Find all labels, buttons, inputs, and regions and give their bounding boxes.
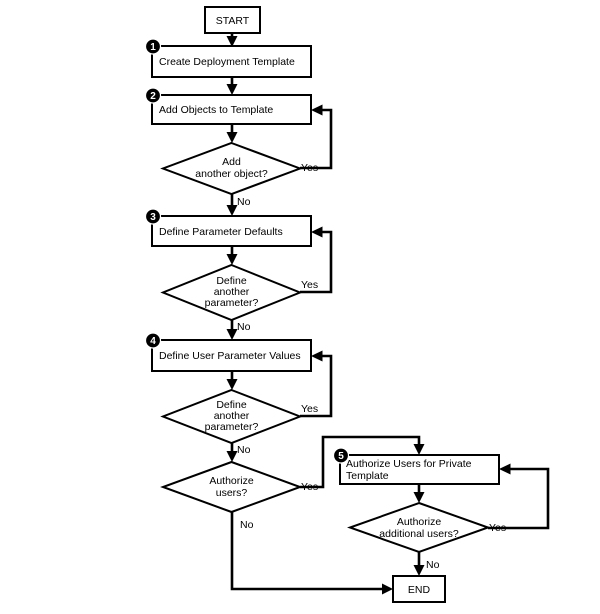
step-badge-1-icon xyxy=(144,38,162,55)
node-step4[interactable]: Define User Parameter Values 4 xyxy=(144,332,312,372)
node-step2[interactable]: Add Objects to Template 2 xyxy=(144,87,312,125)
step-badge-1-label: 1 xyxy=(150,42,156,53)
step-badge-3-icon xyxy=(144,208,162,225)
node-decision5-line2: additional users? xyxy=(379,528,459,540)
step-badge-2-label: 2 xyxy=(150,91,156,102)
edge-decision3-yes-loop xyxy=(300,350,333,418)
node-start-label: START xyxy=(216,15,250,27)
node-end-label: END xyxy=(408,584,431,596)
edge-label-decision1-no: No xyxy=(237,196,251,208)
edge-start-to-step1 xyxy=(226,33,238,47)
node-step3[interactable]: Define Parameter Defaults 3 xyxy=(144,208,312,247)
node-step5[interactable]: Authorize Users for Private Template 5 xyxy=(332,447,500,485)
node-decision2-line1: Define xyxy=(216,275,247,287)
edge-step3-to-decision2 xyxy=(226,246,238,265)
node-decision3-line1: Define xyxy=(216,399,247,411)
node-step5-line1: Authorize Users for Private xyxy=(346,458,472,470)
edge-decision5-yes-loop xyxy=(488,463,550,530)
node-decision3-line3: parameter? xyxy=(205,421,259,433)
node-decision3-line2: another xyxy=(214,410,250,422)
node-step1[interactable]: Create Deployment Template 1 xyxy=(144,38,312,78)
edge-decision4-yes-to-step5 xyxy=(300,435,425,489)
edge-step1-to-step2 xyxy=(226,77,238,95)
edge-label-decision1-yes: Yes xyxy=(301,162,318,174)
edge-label-decision4-no: No xyxy=(240,519,254,531)
node-step4-label: Define User Parameter Values xyxy=(159,350,301,362)
step-badge-5-label: 5 xyxy=(338,451,344,462)
edge-decision2-no-to-step4 xyxy=(226,320,238,340)
edge-decision1-no-to-step3 xyxy=(226,194,238,216)
node-decision5[interactable]: Authorize additional users? xyxy=(347,501,491,554)
edge-label-decision4-yes: Yes xyxy=(301,481,318,493)
node-decision4[interactable]: Authorize users? xyxy=(160,460,303,514)
edge-label-decision2-yes: Yes xyxy=(301,279,318,291)
node-end[interactable]: END xyxy=(392,575,446,603)
edge-decision1-yes-loop xyxy=(300,104,333,170)
node-decision2-line2: another xyxy=(214,286,250,298)
step-badge-3-label: 3 xyxy=(150,212,156,223)
node-step3-label: Define Parameter Defaults xyxy=(159,226,283,238)
edge-label-decision5-no: No xyxy=(426,559,440,571)
edge-decision4-no-to-end xyxy=(230,512,393,595)
node-decision2-line3: parameter? xyxy=(205,297,259,309)
step-badge-4-label: 4 xyxy=(150,336,156,347)
edge-step4-to-decision3 xyxy=(226,371,238,390)
node-decision1-line1: Add xyxy=(222,156,241,168)
edge-decision5-no-to-end xyxy=(413,552,425,576)
edge-label-decision2-no: No xyxy=(237,321,251,333)
node-decision5-line1: Authorize xyxy=(397,516,442,528)
edge-label-decision3-yes: Yes xyxy=(301,403,318,415)
step-badge-5-icon xyxy=(332,447,350,464)
node-decision4-line1: Authorize xyxy=(209,475,254,487)
edge-decision2-yes-loop xyxy=(300,226,333,294)
node-decision1-line2: another object? xyxy=(195,168,268,180)
node-decision3[interactable]: Define another parameter? xyxy=(160,388,303,445)
node-step1-label: Create Deployment Template xyxy=(159,56,295,68)
edge-step2-to-decision1 xyxy=(226,124,238,143)
node-decision2[interactable]: Define another parameter? xyxy=(160,263,303,322)
edge-decision3-no-to-decision4 xyxy=(226,443,238,462)
node-decision1[interactable]: Add another object? xyxy=(160,141,303,196)
step-badge-4-icon xyxy=(144,332,162,349)
node-step2-label: Add Objects to Template xyxy=(159,104,273,116)
node-decision4-line2: users? xyxy=(216,487,248,499)
step-badge-2-icon xyxy=(144,87,162,104)
edge-label-decision5-yes: Yes xyxy=(489,522,506,534)
edge-step5-to-decision5 xyxy=(413,484,425,503)
node-step5-line2: Template xyxy=(346,470,389,482)
node-start[interactable]: START xyxy=(204,6,261,34)
edge-label-decision3-no: No xyxy=(237,444,251,456)
